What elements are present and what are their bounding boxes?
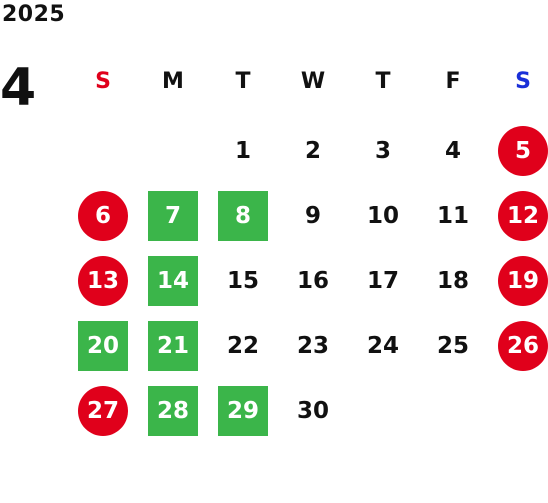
day-cell[interactable]: 3 <box>348 118 418 183</box>
weekday-label: M <box>162 68 184 94</box>
day-cell[interactable]: 9 <box>278 183 348 248</box>
holiday-day-number: 5 <box>498 125 548 176</box>
weekday-label: T <box>235 68 251 94</box>
marked-day-number: 8 <box>218 190 268 241</box>
day-cell[interactable]: 20 <box>68 313 138 378</box>
day-cell[interactable]: 7 <box>138 183 208 248</box>
day-cell[interactable]: 14 <box>138 248 208 313</box>
day-cell[interactable]: 17 <box>348 248 418 313</box>
day-cell[interactable]: 6 <box>68 183 138 248</box>
marked-day-number: 14 <box>148 255 198 306</box>
marked-day-number: 29 <box>218 385 268 436</box>
day-cell[interactable]: 29 <box>208 378 278 443</box>
day-number: 18 <box>436 267 469 294</box>
day-cell[interactable]: 4 <box>418 118 488 183</box>
day-number: 4 <box>444 137 461 164</box>
day-cell[interactable]: 2 <box>278 118 348 183</box>
day-cell[interactable]: 25 <box>418 313 488 378</box>
weekday-label: S <box>95 68 111 94</box>
day-cell[interactable]: 18 <box>418 248 488 313</box>
day-number: 15 <box>226 267 259 294</box>
holiday-day-number: 13 <box>78 255 128 306</box>
day-number: 3 <box>374 137 391 164</box>
marked-day-number: 7 <box>148 190 198 241</box>
day-number: 22 <box>226 332 259 359</box>
day-cell[interactable]: 28 <box>138 378 208 443</box>
day-cell[interactable]: 1 <box>208 118 278 183</box>
marked-day-number: 20 <box>78 320 128 371</box>
day-cell <box>138 118 208 183</box>
day-cell[interactable]: 12 <box>488 183 548 248</box>
day-number: 10 <box>366 202 399 229</box>
day-number: 11 <box>436 202 469 229</box>
day-cell[interactable]: 30 <box>278 378 348 443</box>
month-label: 4 <box>0 58 37 118</box>
holiday-day-number: 19 <box>498 255 548 306</box>
day-cell <box>68 118 138 183</box>
day-cell[interactable]: 24 <box>348 313 418 378</box>
day-number: 25 <box>436 332 469 359</box>
marked-day-number: 28 <box>148 385 198 436</box>
day-number: 30 <box>296 397 329 424</box>
day-cell[interactable]: 5 <box>488 118 548 183</box>
day-cell[interactable]: 13 <box>68 248 138 313</box>
day-cell[interactable]: 22 <box>208 313 278 378</box>
day-number: 16 <box>296 267 329 294</box>
day-cell[interactable]: 26 <box>488 313 548 378</box>
holiday-day-number: 27 <box>78 385 128 436</box>
weekday-label: W <box>300 68 326 94</box>
weekday-label: S <box>515 68 531 94</box>
marked-day-number: 21 <box>148 320 198 371</box>
day-number: 1 <box>234 137 251 164</box>
day-number: 9 <box>304 202 321 229</box>
day-cell[interactable]: 11 <box>418 183 488 248</box>
holiday-day-number: 26 <box>498 320 548 371</box>
day-cell[interactable]: 21 <box>138 313 208 378</box>
day-number: 17 <box>366 267 399 294</box>
day-cell[interactable]: 8 <box>208 183 278 248</box>
day-cell <box>348 378 418 443</box>
weekday-label: F <box>445 68 461 94</box>
holiday-day-number: 6 <box>78 190 128 241</box>
day-number: 24 <box>366 332 399 359</box>
day-cell[interactable]: 15 <box>208 248 278 313</box>
year-label: 2025 <box>2 2 66 27</box>
day-number: 2 <box>304 137 321 164</box>
day-cell <box>488 378 548 443</box>
day-cell[interactable]: 19 <box>488 248 548 313</box>
day-cell[interactable]: 27 <box>68 378 138 443</box>
day-cell <box>418 378 488 443</box>
day-number: 23 <box>296 332 329 359</box>
holiday-day-number: 12 <box>498 190 548 241</box>
day-cell[interactable]: 23 <box>278 313 348 378</box>
weekday-label: T <box>375 68 391 94</box>
day-cell[interactable]: 10 <box>348 183 418 248</box>
day-cell[interactable]: 16 <box>278 248 348 313</box>
